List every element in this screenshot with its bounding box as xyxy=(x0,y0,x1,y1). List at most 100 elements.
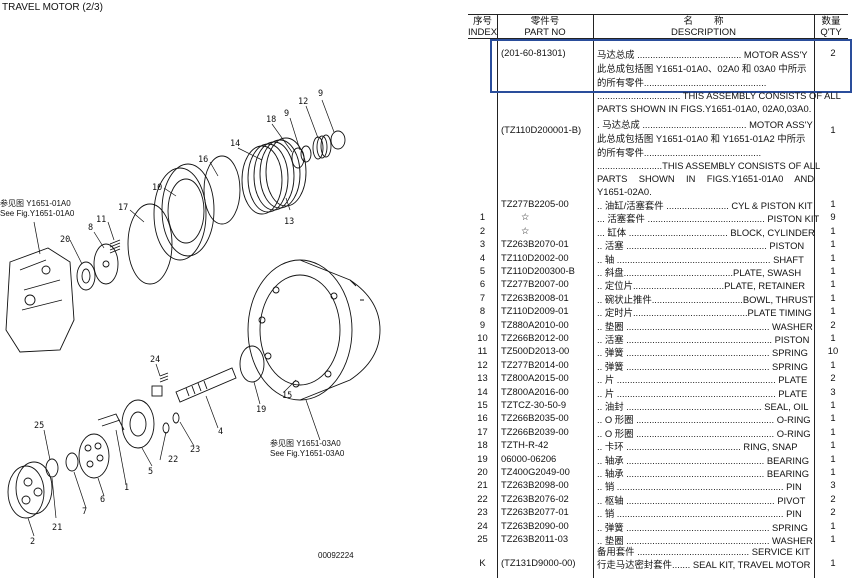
row-part-no: TZ263B2070-01 xyxy=(501,238,569,250)
part-7-bowl xyxy=(65,452,79,472)
table-header-border xyxy=(468,38,848,39)
leader-lines xyxy=(27,99,335,537)
callout-5: 5 xyxy=(148,467,153,477)
part-11-springs xyxy=(109,239,121,254)
row-qty: 1 xyxy=(830,439,836,451)
row-qty: 10 xyxy=(827,345,839,357)
row-qty: 1 xyxy=(830,198,836,209)
row-part-no: TZ500D2013-00 xyxy=(501,345,570,357)
assembly-1-desc-line1: 马达总成 ...................................… xyxy=(597,49,808,60)
assembly-2-desc-line1: . 马达总成 .................................… xyxy=(597,119,813,130)
assembly-1-desc-line3: 的所有零件...................................… xyxy=(597,77,767,88)
callout-16: 16 xyxy=(198,155,208,165)
row-description: .. 活塞 ..................................… xyxy=(597,240,805,252)
row-index: 1 xyxy=(479,211,486,223)
selection-highlight xyxy=(490,39,852,93)
exploded-diagram-svg: 参见图 Y1651-01A0 See Fig.Y1651-01A0 参见图 Y1… xyxy=(0,89,381,560)
callout-9b: 9 xyxy=(284,109,289,119)
part-16-o-ring xyxy=(203,155,241,225)
row-qty: 1 xyxy=(830,224,836,236)
col-divider-1 xyxy=(497,14,498,578)
row-description: .. 油缸/活塞套件 ........................ CYL … xyxy=(597,200,813,211)
header-qty-cn: 数量 xyxy=(821,16,841,27)
assembly-1-desc-line4: ................................ THIS AS… xyxy=(597,90,841,101)
row-index: 24 xyxy=(477,519,488,531)
row-part-no: TZ110D200300-B xyxy=(501,265,575,276)
row-index: 18 xyxy=(477,439,488,451)
row-description: .. 斜盘...................................… xyxy=(597,267,802,278)
row-index: 25 xyxy=(477,533,488,544)
row-part-no: TZ277B2205-00 xyxy=(501,198,569,209)
callout-18: 18 xyxy=(266,115,276,125)
assembly-2-part: (TZ110D200001-B) xyxy=(501,124,582,135)
kit-qty: 1 xyxy=(830,557,836,568)
assembly-2-desc-line2: 此总成包括图 Y1651-01A0 和 Y1651-01A2 中所示 xyxy=(597,133,806,144)
callout-23: 23 xyxy=(190,445,200,455)
row-qty: 3 xyxy=(830,479,836,491)
callout-19: 19 xyxy=(256,405,266,415)
row-index: 20 xyxy=(477,466,488,477)
assembly-2-desc-line3: 的所有零件...................................… xyxy=(597,147,762,158)
row-index: 22 xyxy=(477,492,488,504)
row-index: 7 xyxy=(479,291,486,303)
header-part-cn: 零件号 xyxy=(530,16,560,27)
callout-24: 24 xyxy=(150,355,160,365)
row-part-no: ☆ xyxy=(521,211,530,223)
col-divider-2 xyxy=(593,14,594,578)
part-23-pin xyxy=(172,412,180,424)
part-5-inner xyxy=(129,411,147,437)
kit-part: (TZ131D9000-00) xyxy=(501,557,576,568)
part-14-plates xyxy=(241,137,307,215)
callout-22: 22 xyxy=(168,455,178,465)
header-index-cn: 序号 xyxy=(472,16,492,27)
part-8-hole xyxy=(102,260,110,268)
callout-14: 14 xyxy=(230,139,240,149)
assembly-2-qty: 1 xyxy=(830,124,836,135)
header-part: 零件号 PART NO xyxy=(497,16,593,38)
row-index: 11 xyxy=(477,345,488,357)
row-index: 17 xyxy=(477,425,488,437)
part-9-washer xyxy=(330,130,346,150)
row-qty: 3 xyxy=(830,385,836,397)
row-part-no: TZ263B2077-01 xyxy=(501,506,569,518)
row-qty: 2 xyxy=(830,318,836,330)
row-qty: 1 xyxy=(830,305,836,317)
row-part-no: TZ800A2015-00 xyxy=(501,372,569,384)
part-22-pivot xyxy=(162,422,170,434)
row-index: 6 xyxy=(479,278,486,290)
row-description: .. 轴承 ..................................… xyxy=(597,468,810,479)
header-index: 序号 INDEX xyxy=(468,16,497,38)
part-4-shaft xyxy=(175,367,237,403)
row-part-no: TZ266B2039-00 xyxy=(501,425,569,437)
row-description: .. 枢轴 ..................................… xyxy=(597,494,806,506)
table-top-border xyxy=(468,14,848,15)
part-washer-small xyxy=(300,145,312,163)
row-description: .. 片 ...................................… xyxy=(597,374,808,386)
row-part-no: TZ263B2090-00 xyxy=(501,519,569,531)
row-description: .. 卡环 ..................................… xyxy=(597,441,798,453)
page-title: TRAVEL MOTOR (2/3) xyxy=(2,2,103,13)
row-qty: 1 xyxy=(830,358,836,370)
see-fig-left-en: See Fig.Y1651-01A0 xyxy=(0,209,75,218)
kit-index: K xyxy=(479,557,486,568)
assembly-1-desc-line2: 此总成包括图 Y1651-01A0、02A0 和 03A0 中所示 xyxy=(597,63,807,74)
part-20-bearing xyxy=(76,261,96,291)
part-2-cylinder-block xyxy=(7,461,53,519)
row-description: ... 缸体 .................................… xyxy=(597,226,815,238)
callout-13: 13 xyxy=(284,217,294,227)
row-description: .. 碗状止推件................................… xyxy=(597,293,814,305)
row-index: 19 xyxy=(477,452,488,464)
row-index: 3 xyxy=(479,238,486,250)
row-qty: 1 xyxy=(830,425,836,437)
part-pin-block xyxy=(151,385,163,397)
row-description: .. 片 ...................................… xyxy=(597,387,808,399)
callout-11: 11 xyxy=(96,215,106,225)
callout-7: 7 xyxy=(82,507,87,517)
part-19-bearing xyxy=(239,345,265,383)
callout-12: 12 xyxy=(298,97,308,107)
row-description: .. 定位片..................................… xyxy=(597,280,806,292)
row-description: .. 活塞 ..................................… xyxy=(597,334,810,345)
row-part-no: TZ266B2012-00 xyxy=(501,332,569,343)
part-15-case xyxy=(247,259,381,401)
header-part-en: PART NO xyxy=(524,27,566,38)
